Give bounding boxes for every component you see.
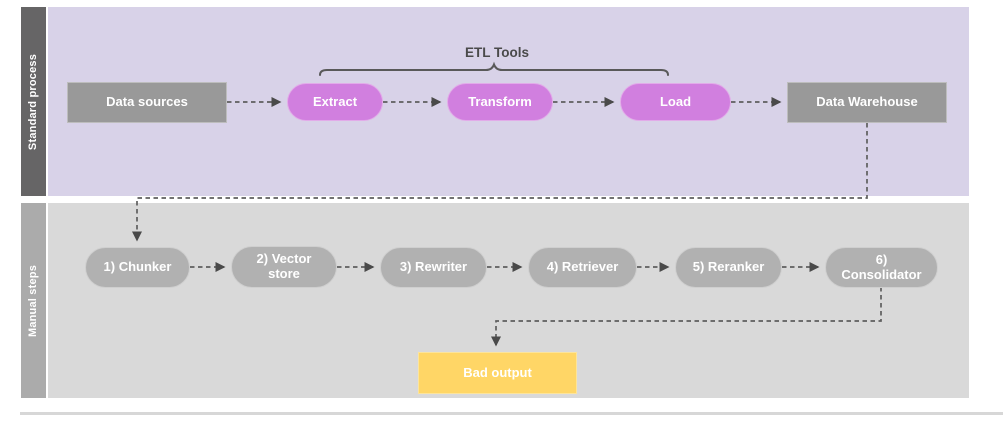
connector-data-warehouse-to-chunker (131, 123, 868, 242)
etl-tools-group-label: ETL Tools (465, 45, 529, 60)
node-bad-output: Bad output (418, 352, 577, 394)
connector-consolidator-to-bad-output (490, 287, 882, 347)
node-chunker: 1) Chunker (85, 247, 190, 288)
node-vector-store: 2) Vector store (231, 246, 337, 288)
node-data-warehouse: Data Warehouse (787, 82, 947, 123)
bottom-divider (20, 412, 1003, 415)
node-rewriter: 3) Rewriter (380, 247, 487, 288)
node-extract: Extract (287, 83, 383, 121)
node-reranker: 5) Reranker (675, 247, 782, 288)
node-consolidator: 6) Consolidator (825, 247, 938, 288)
node-data-sources: Data sources (67, 82, 227, 123)
node-load: Load (620, 83, 731, 121)
lane-manual-steps-bar: Manual steps (21, 203, 46, 398)
node-retriever: 4) Retriever (528, 247, 637, 288)
node-transform: Transform (447, 83, 553, 121)
lane-standard-process-bar: Standard process (21, 7, 46, 196)
etl-tools-brace (319, 61, 669, 76)
